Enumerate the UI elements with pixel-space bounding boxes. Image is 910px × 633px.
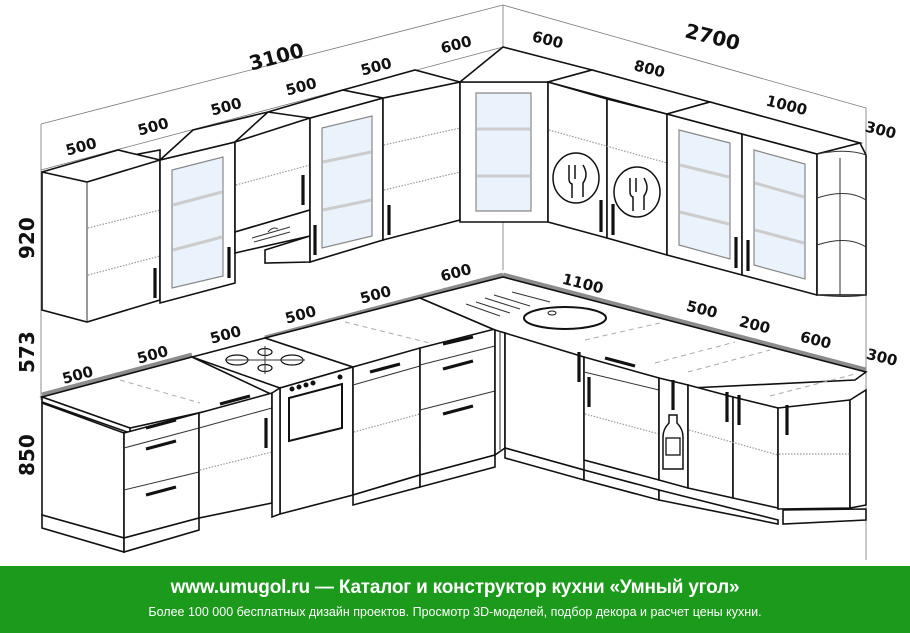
sink-icon [465,291,607,330]
corner-cabinet [457,46,596,223]
fork-knife-icon [552,152,600,204]
svg-text:573: 573 [15,331,39,373]
svg-text:3100: 3100 [246,38,306,76]
svg-text:500: 500 [359,54,394,79]
footer-banner: www.umugol.ru — Каталог и конструктор ку… [0,566,910,633]
corner-open-shelf [816,142,867,297]
svg-text:300: 300 [863,118,898,143]
left-wall-cabinets [41,69,467,323]
svg-text:850: 850 [15,434,39,476]
svg-text:200: 200 [737,312,772,337]
svg-text:500: 500 [136,114,171,139]
svg-text:300: 300 [864,345,899,370]
svg-text:500: 500 [684,297,719,322]
svg-text:600: 600 [530,27,565,52]
fork-knife-icon [613,166,661,218]
burner-icons [225,346,305,374]
bottle-icon [662,414,684,470]
footer-headline[interactable]: www.umugol.ru — Каталог и конструктор ку… [170,577,740,598]
footer-subline: Более 100 000 бесплатных дизайн проектов… [148,605,762,619]
oven-icon [288,374,343,443]
svg-text:600: 600 [439,32,474,57]
left-base-cabinets [41,391,273,554]
svg-text:800: 800 [632,56,667,81]
left-base-cabinets-2 [262,297,498,507]
svg-text:600: 600 [798,328,833,353]
right-base-cabinets [494,328,867,525]
svg-text:2700: 2700 [683,19,743,56]
gas-stove [189,337,356,519]
svg-text:1000: 1000 [764,92,809,120]
svg-text:500: 500 [209,94,244,119]
svg-text:920: 920 [15,217,39,259]
kitchen-diagram: 3100 2700 500 500 500 500 500 600 600 80… [15,4,899,560]
svg-text:500: 500 [208,322,243,347]
svg-text:500: 500 [284,74,319,99]
right-wall-cabinets [544,69,867,297]
